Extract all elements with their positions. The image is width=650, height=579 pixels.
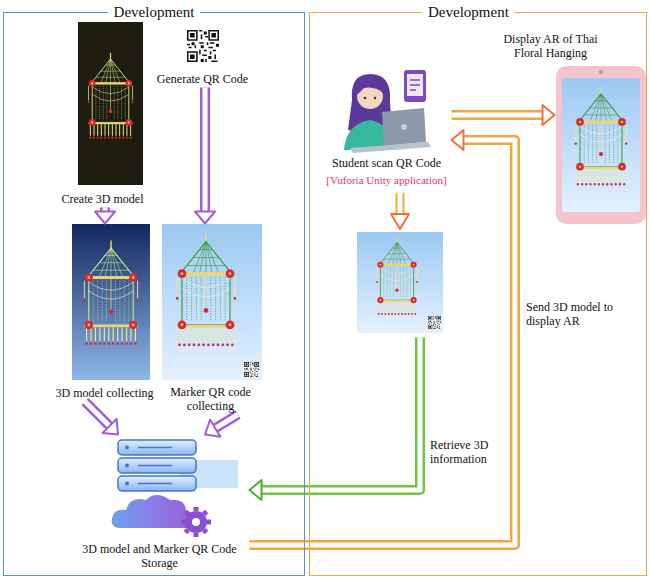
phone-screen (562, 78, 640, 212)
server-slots (138, 448, 172, 484)
student-bangs (357, 80, 384, 95)
arrow-shaft-inner (260, 338, 421, 491)
floral-hanging-3d (84, 241, 137, 344)
arrow-shaft-inner (214, 415, 238, 430)
student-eyes (365, 97, 375, 100)
image-card: Marker QR code collecting (160, 224, 262, 415)
arrow-shaft-outline (250, 140, 516, 545)
arrow-head (95, 212, 115, 224)
phone-display: Display AR of Thai Floral Hanging (555, 65, 647, 225)
photo-ground (78, 22, 143, 185)
arrow-shaft-inner (203, 88, 208, 214)
label-holder: Retrieve 3D information (430, 438, 510, 466)
panel-heading: Development (422, 3, 515, 21)
arrow-head (250, 480, 262, 500)
scan-arrow-outline (396, 193, 405, 216)
arrow-head (543, 105, 555, 125)
scan-arrow-head (391, 214, 409, 229)
caption: 3D model collecting (53, 386, 157, 400)
image-card: 3D model collecting (50, 224, 160, 402)
floral-hanging-marker (177, 234, 235, 345)
phone-frame (556, 66, 646, 224)
scanned-marker-ground (357, 232, 443, 333)
label-holder: Send 3D model to display AR (526, 300, 634, 328)
flow-arrow (205, 415, 238, 437)
gear-icon (185, 511, 207, 533)
caption-sub: [Vuforia Unity application] (324, 174, 450, 187)
laptop-logo (401, 124, 407, 130)
floral-hanging-photo (89, 53, 133, 138)
gear-teeth (181, 507, 211, 537)
flow-arrow (452, 105, 555, 125)
marker-qr (244, 362, 259, 377)
caption: Create 3D model (59, 192, 147, 206)
arrow-shaft-outline (260, 338, 421, 491)
panel-heading: Development (108, 3, 201, 21)
scanned-qr (428, 316, 441, 329)
phone-icon (404, 70, 426, 102)
marker-ground (162, 224, 262, 380)
phone-camera (599, 70, 603, 74)
student-node: Student scan QR Code [Vuforia Unity appli… (322, 68, 452, 338)
caption: Marker QR code collecting (163, 385, 259, 413)
arrow-shaft-outline (452, 110, 545, 120)
image-card: Generate QR Code (150, 26, 256, 88)
render-ground (72, 224, 150, 380)
laptop-base (350, 142, 431, 153)
phone-icon-screen (407, 74, 423, 96)
ar-floral-hanging (576, 87, 626, 184)
flow-arrow (250, 130, 516, 545)
edge-label: Send 3D model to display AR (526, 300, 634, 328)
edge-label: Retrieve 3D information (430, 438, 510, 466)
caption: Display AR of Thai Floral Hanging (495, 32, 607, 60)
qr-code (187, 30, 219, 62)
server-lights (125, 448, 129, 484)
flow-arrow (195, 88, 215, 224)
arrow-shaft-inner (85, 402, 111, 428)
arrow-shaft-inner (250, 140, 516, 545)
phone-icon-lines (410, 80, 420, 90)
laptop-lid (382, 108, 426, 146)
image-card: Create 3D model (56, 20, 150, 208)
gear-hole (192, 518, 200, 526)
arrow-shaft-inner (452, 113, 545, 118)
arrow-head (195, 212, 215, 224)
flow-arrow (250, 338, 421, 501)
arrow-head (452, 130, 464, 150)
arrow-head (102, 419, 118, 435)
panel: DevelopmentStudent scan QR Code[Vuforia … (309, 12, 647, 576)
caption: 3D model and Marker QR Code Storage (73, 542, 247, 570)
caption: Generate QR Code (153, 72, 253, 86)
storage-node: 3D model and Marker QR Code Storage (70, 435, 250, 572)
caption: Student scan QR Code (324, 156, 450, 170)
panel: DevelopmentCreate 3D modelGenerate QR Co… (3, 12, 305, 576)
flow-arrow (85, 402, 118, 435)
arrow-head (205, 420, 220, 437)
arrow-shaft-outline (214, 415, 238, 430)
flow-arrow (95, 208, 115, 224)
scanned-floral-hanging (377, 237, 417, 314)
arrow-shaft-outline (200, 88, 210, 214)
arrow-shaft-outline (85, 402, 111, 428)
